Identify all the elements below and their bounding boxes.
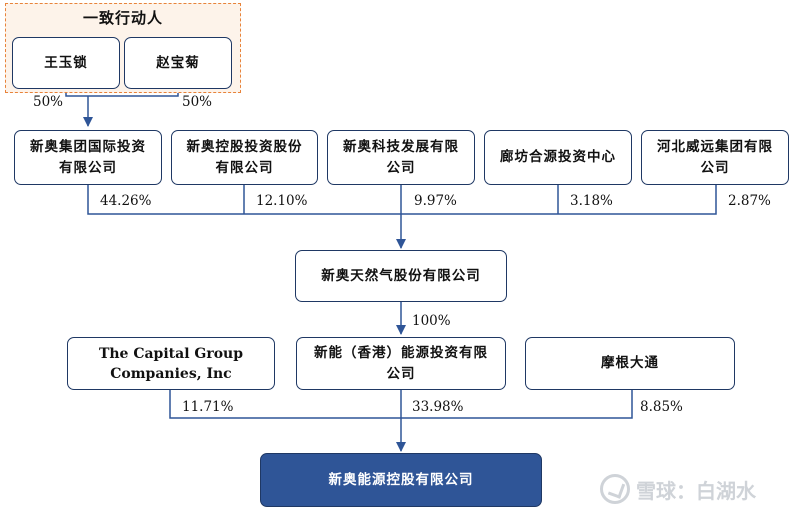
- tier2-node-jpmorgan: 摩根大通: [525, 337, 735, 390]
- tier1-node-3: 新奥科技发展有限公司: [327, 130, 475, 185]
- shareholder-wang-yusuo: 王玉锁: [12, 37, 120, 89]
- share-zhao: 50%: [182, 94, 213, 110]
- share-tier2-3: 8.85%: [640, 399, 683, 415]
- share-wang: 50%: [33, 94, 64, 110]
- node-label: The Capital Group Companies, Inc: [98, 345, 244, 382]
- share-tier1-3: 9.97%: [414, 193, 457, 209]
- shareholder-zhao-baoju: 赵宝菊: [124, 37, 232, 89]
- share-tier2-2: 33.98%: [412, 399, 464, 415]
- node-label: 河北威远集团有限公司: [657, 138, 773, 176]
- target-node: 新奥能源控股有限公司: [260, 453, 542, 507]
- connector-tier1-bus: [87, 185, 717, 215]
- node-label: 新奥天然气股份有限公司: [321, 267, 481, 284]
- share-middle: 100%: [412, 313, 451, 329]
- tier1-node-5: 河北威远集团有限公司: [641, 130, 789, 185]
- tier1-node-1: 新奥集团国际投资有限公司: [14, 130, 162, 185]
- share-tier1-5: 2.87%: [728, 193, 771, 209]
- node-label: 新奥集团国际投资有限公司: [30, 138, 146, 176]
- tier1-node-4: 廊坊合源投资中心: [484, 130, 632, 185]
- share-tier1-1: 44.26%: [100, 193, 152, 209]
- share-tier1-2: 12.10%: [256, 193, 308, 209]
- snowball-logo-icon: [600, 474, 630, 504]
- node-label: 新能（香港）能源投资有限公司: [314, 344, 488, 382]
- tier2-node-capital-group: The Capital Group Companies, Inc: [67, 337, 275, 390]
- node-label: 新奥控股投资股份有限公司: [186, 138, 303, 176]
- concert-group-title: 一致行动人: [82, 9, 163, 27]
- watermark-text: 雪球：白湖水: [636, 478, 756, 503]
- middle-node: 新奥天然气股份有限公司: [295, 250, 507, 302]
- tier2-node-xinneng-hk: 新能（香港）能源投资有限公司: [296, 337, 506, 390]
- node-label: 新奥能源控股有限公司: [328, 471, 474, 488]
- node-label: 赵宝菊: [156, 54, 200, 71]
- tier1-node-2: 新奥控股投资股份有限公司: [171, 130, 318, 185]
- node-label: 王玉锁: [44, 54, 88, 71]
- watermark: 雪球：白湖水: [600, 474, 756, 504]
- share-tier1-4: 3.18%: [570, 193, 613, 209]
- node-label: 新奥科技发展有限公司: [343, 138, 459, 176]
- node-label: 摩根大通: [601, 355, 659, 371]
- share-tier2-1: 11.71%: [182, 399, 234, 415]
- node-label: 廊坊合源投资中心: [500, 149, 616, 165]
